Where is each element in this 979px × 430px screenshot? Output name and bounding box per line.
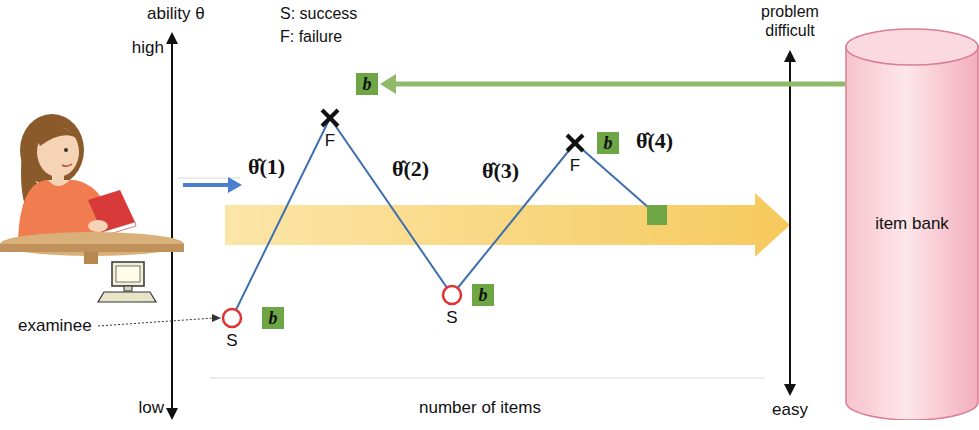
- difficulty-axis: [784, 50, 796, 396]
- axis-title: ability θ: [147, 4, 205, 24]
- item-parameter-box: b: [356, 73, 378, 95]
- axis-baseline: [210, 377, 765, 379]
- parameter-label: b: [269, 309, 278, 327]
- legend-note: S: success: [280, 4, 357, 23]
- examinee-pointer: [98, 314, 221, 326]
- failure-mark: [322, 110, 338, 126]
- ability-axis: [166, 32, 178, 420]
- examinee-figure: [0, 114, 184, 264]
- guide-line: [178, 177, 240, 179]
- cylinder-top: [846, 29, 978, 65]
- estimate-label: θ̂(4): [636, 128, 673, 154]
- estimate-label: θ̂(3): [482, 158, 519, 184]
- axis-end-label: easy: [772, 400, 808, 420]
- fetch-arrow-line: [394, 82, 845, 87]
- estimate-label: θ̂(1): [248, 154, 285, 180]
- item-parameter-box: b: [472, 284, 494, 306]
- item-bank-cylinder: item bank: [845, 28, 979, 420]
- axis-end-label: high: [132, 38, 164, 58]
- entry-arrow: [183, 177, 242, 193]
- item-parameter-box: b: [597, 132, 619, 154]
- final-estimate-square: [647, 205, 667, 225]
- fetch-arrow: [380, 74, 845, 94]
- item-parameter-box: b: [262, 307, 284, 329]
- axis-end-label: low: [138, 398, 164, 418]
- success-mark: [223, 309, 241, 327]
- fetch-arrow-head: [380, 74, 396, 94]
- examinee-label: examinee: [18, 316, 92, 336]
- axis-title: number of items: [419, 398, 541, 418]
- estimate-path: [232, 118, 657, 318]
- parameter-label: b: [363, 75, 372, 93]
- parameter-label: b: [479, 286, 488, 304]
- failure-mark: [567, 135, 583, 151]
- cylinder-label: item bank: [869, 214, 955, 234]
- legend-note: F: failure: [280, 27, 342, 46]
- result-letter: F: [325, 131, 335, 151]
- result-letter: S: [226, 331, 237, 351]
- result-letter: S: [446, 308, 457, 328]
- estimate-label: θ̂(2): [392, 156, 429, 182]
- parameter-label: b: [604, 134, 613, 152]
- axis-title: problem difficult: [751, 2, 829, 40]
- computer-icon: [98, 262, 156, 302]
- cylinder-body: [846, 46, 978, 420]
- result-letter: F: [570, 156, 580, 176]
- success-mark: [443, 286, 461, 304]
